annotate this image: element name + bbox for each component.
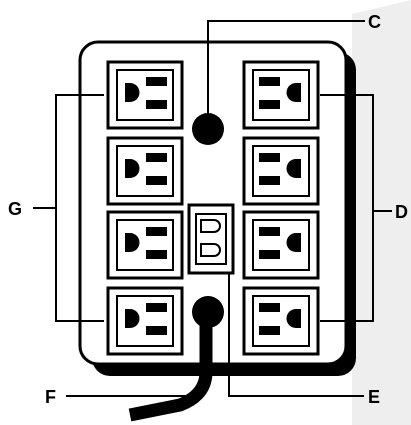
callout-label-d: D xyxy=(395,202,408,222)
background-panel xyxy=(352,0,411,425)
callout-d-bracket xyxy=(320,94,374,322)
indicator-circle-top xyxy=(192,113,224,145)
outlet xyxy=(106,210,184,280)
outlet-column-left xyxy=(106,60,184,356)
outlet xyxy=(242,286,320,356)
outlet-column-right xyxy=(242,60,320,356)
outlet xyxy=(106,60,184,130)
callout-lines xyxy=(33,20,392,397)
outlet xyxy=(242,210,320,280)
callout-e-line xyxy=(228,273,364,397)
callout-c-line xyxy=(207,20,365,113)
outlet xyxy=(106,136,184,206)
callout-label-c: C xyxy=(368,12,381,32)
callout-label-g: G xyxy=(8,199,22,219)
power-cord xyxy=(128,312,213,422)
callout-label-f: F xyxy=(45,387,56,407)
outlet xyxy=(242,136,320,206)
callout-label-e: E xyxy=(368,387,380,407)
outlet xyxy=(242,60,320,130)
cord-entry-circle xyxy=(192,296,224,328)
outlet xyxy=(106,286,184,356)
center-module xyxy=(187,203,235,275)
